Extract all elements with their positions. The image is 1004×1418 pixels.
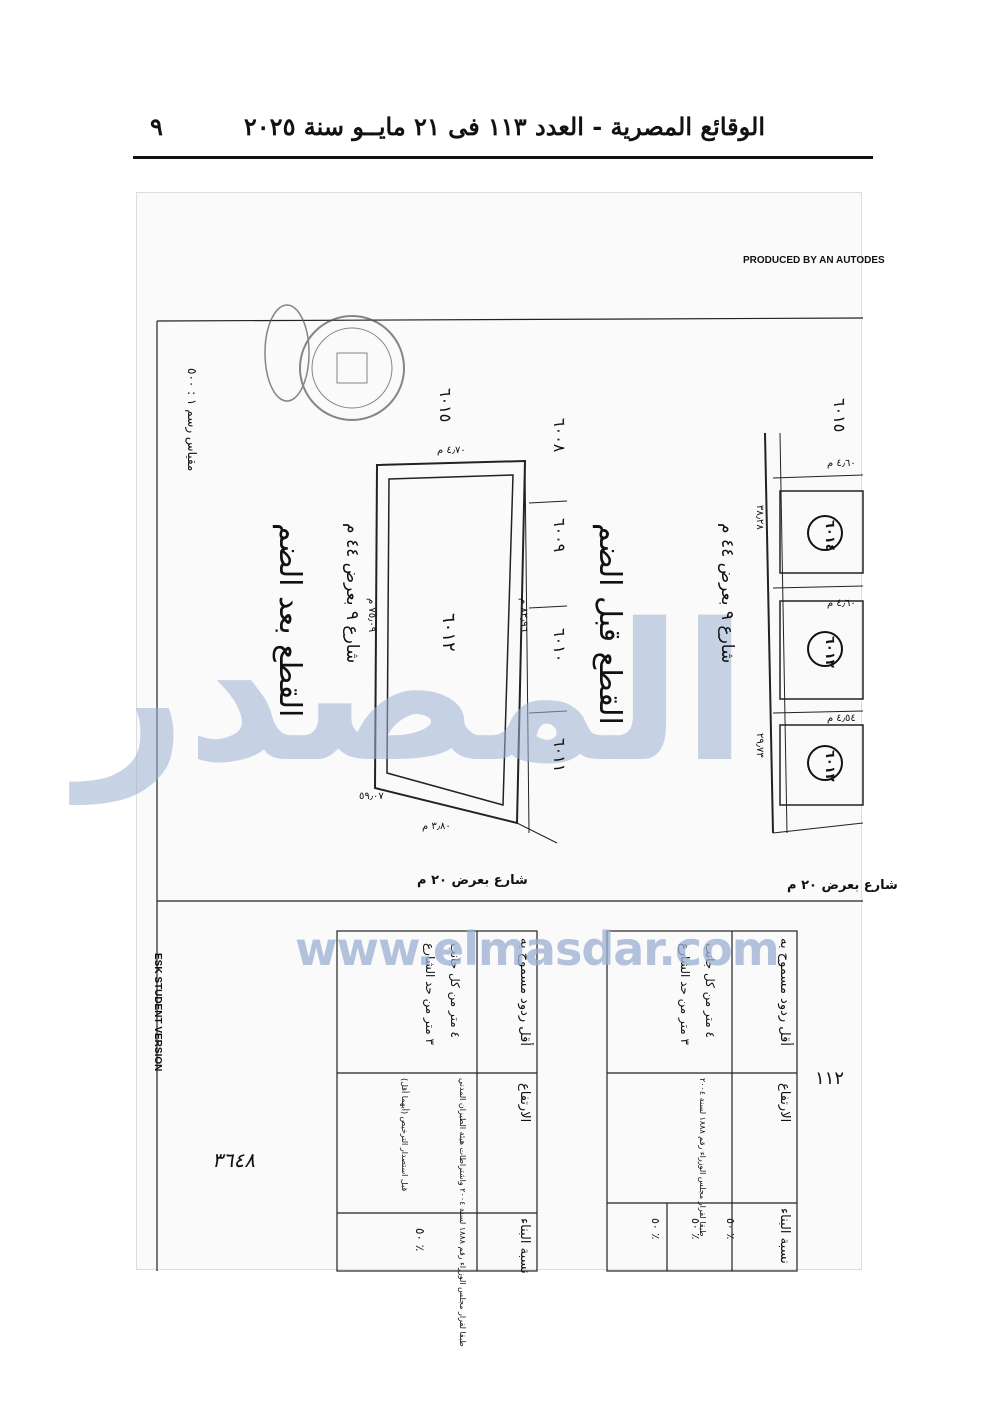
table-before-ratio: ٥٠ ٪ — [649, 1218, 662, 1240]
neighbor-label: ٦٠٠٨ — [550, 418, 569, 453]
street-20-after: شارع بعرض ٢٠ م — [417, 873, 528, 888]
title-after-merge: القطع بعد الضم — [272, 523, 307, 718]
official-stamp — [264, 304, 405, 421]
dimension-label: ٢٩٫٧٣ — [754, 733, 765, 758]
watermark-website: www.elmasdar.com — [295, 922, 780, 976]
street-20-before: شارع بعرض ٢٠ م — [787, 878, 898, 893]
plot-circle-6014 — [807, 515, 843, 551]
dimension-label: ٥٩٫٠٧ — [359, 791, 384, 802]
dimension-label: ٤٫٧٠ م — [437, 445, 466, 456]
title-before-merge: القطع قبل الضم — [592, 523, 627, 725]
handwritten-number: ٣٦٤٨ — [212, 1148, 255, 1172]
table-before-height-note: طبقا لقرار مجلس الوزراء رقم ١٨٨٨ لسنة ٢٠… — [698, 1078, 707, 1237]
neighbor-label: ٦٠٠٩ — [550, 518, 569, 553]
dimension-label: ٤٫٦٠ م — [827, 598, 856, 609]
scale-note: مقياس رسم ١ : ٥٠٠ — [185, 368, 199, 472]
side-number: ١١٢ — [815, 1068, 845, 1089]
street-9-after: شارع ٩ بعرض ٤٤ م — [342, 523, 362, 664]
table-after-ratio: ٥٠ ٪ — [413, 1228, 427, 1252]
street-9-before: شارع ٩ بعرض ٤٤ م — [717, 523, 737, 664]
page-number: ٩ — [150, 112, 163, 141]
table-before-header-ratio: نسبة البناء — [777, 1208, 792, 1264]
table-before-ratio: ٥٠ ٪ — [689, 1218, 702, 1240]
table-after-header-height: الارتفاع — [517, 1083, 532, 1123]
table-after-header-ratio: نسبة البناء — [517, 1218, 532, 1274]
plot-label-after: ٦٠١٢ — [438, 613, 459, 652]
plot-label-6012: ٦٠١٢ — [822, 750, 837, 782]
table-after-grid — [336, 930, 538, 1272]
scanned-plan: المصدر PRODUCED BY AN AUTODES ESK STUDEN… — [77, 192, 898, 1347]
table-before-ratio: ٥٠ ٪ — [724, 1218, 737, 1240]
neighbor-label: ٦٠١٥ — [830, 398, 849, 433]
plan-drawing — [156, 304, 864, 1272]
neighbor-label: ٦٠١٠ — [550, 628, 569, 663]
watermark-logo: المصدر — [77, 583, 748, 804]
dimension-label: ٣٫٨٠ م — [422, 821, 451, 832]
dimension-label: ٤٫٥٤ م — [827, 713, 856, 724]
autodesk-banner: PRODUCED BY AN AUTODES — [743, 255, 885, 266]
dimension-label: ٤٫٦٠ م — [827, 458, 856, 469]
dimension-label: ٨٢٫٩٦ م — [518, 598, 529, 633]
plot-label-6013: ٦٠١٣ — [822, 636, 837, 668]
student-version-label: ESK STUDENT VERSION — [152, 953, 163, 1072]
dimension-label: ٧٥٫٠٩ م — [366, 598, 377, 633]
neighbor-label: ٦٠١١ — [550, 738, 569, 773]
table-after-height-note: طبقا لقرار مجلس الوزراء رقم ١٨٨٨ لسنة ٢٠… — [458, 1078, 467, 1347]
plot-label-6014: ٦٠١٤ — [822, 520, 837, 552]
table-after-height-note2: قبل استصدار الترخيص (أيهما أقل) — [400, 1078, 409, 1192]
plot-circle-6013 — [807, 631, 843, 667]
dimension-label: ٣٨٫٢٨ — [754, 505, 765, 530]
plot-circle-6012 — [807, 745, 843, 781]
gazette-header-title: الوقائع المصرية - العدد ١١٣ فى ٢١ مايــو… — [243, 112, 765, 141]
neighbor-label: ٦٠١٥ — [436, 388, 455, 423]
table-before-grid — [606, 930, 798, 1272]
table-before-header-setback: أقل ردود مسموح به — [777, 938, 792, 1046]
table-before-header-height: الارتفاع — [777, 1083, 792, 1123]
header-rule — [133, 156, 873, 159]
